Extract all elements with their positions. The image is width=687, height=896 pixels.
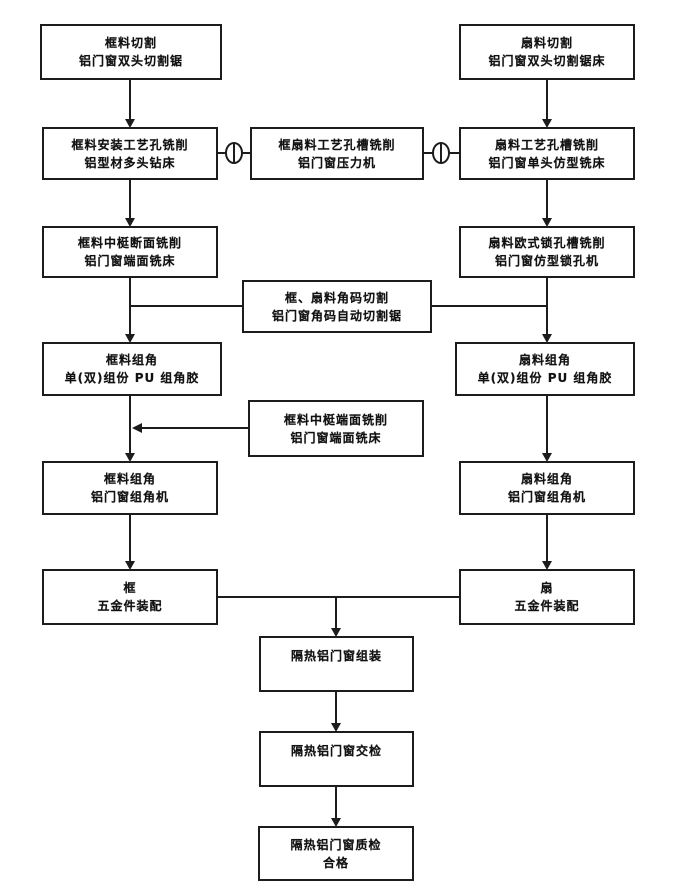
arrow-down-icon — [125, 218, 135, 227]
node-sash-corner-crimping: 扇料组角 铝门窗组角机 — [459, 461, 635, 515]
node-label: 框料安装工艺孔铣削 — [71, 137, 189, 152]
node-frame-install-hole-milling: 框料安装工艺孔铣削 铝型材多头钻床 — [42, 127, 218, 180]
node-label: 框料切割 — [104, 36, 157, 50]
node-window-delivery-inspection: 隔热铝门窗交检 — [259, 731, 414, 787]
node-label: 铝型材多头钻床 — [84, 155, 176, 170]
node-label: 扇料欧式锁孔槽铣削 — [488, 236, 606, 250]
arrow-down-icon — [125, 119, 135, 128]
node-label: 五金件装配 — [514, 599, 580, 613]
node-sash-cutting: 扇料切割 铝门窗双头切割锯床 — [459, 24, 635, 80]
arrow-left-icon — [132, 423, 142, 433]
node-label: 框扇料工艺孔槽铣削 — [278, 137, 396, 152]
node-label: 铝门窗单头仿型铣床 — [488, 155, 606, 170]
node-frame-cutting: 框料切割 铝门窗双头切割锯 — [40, 24, 222, 80]
node-label: 铝门窗端面铣床 — [290, 430, 382, 445]
arrow-down-icon — [331, 628, 341, 637]
arrow-down-icon — [542, 119, 552, 128]
node-frame-mullion-section-milling: 框料中梃断面铣削 铝门窗端面铣床 — [42, 226, 218, 278]
node-window-quality-inspection: 隔热铝门窗质检 合格 — [258, 826, 414, 881]
node-label: 合格 — [322, 855, 349, 870]
node-label: 扇 — [540, 581, 554, 595]
node-window-assembly: 隔热铝门窗组装 — [259, 636, 414, 692]
node-label: 框 — [123, 581, 137, 595]
arrow-down-icon — [331, 723, 341, 732]
node-label: 扇料工艺孔槽铣削 — [494, 137, 599, 152]
node-corner-key-cutting: 框、扇料角码切割 铝门窗角码自动切割锯 — [242, 280, 432, 333]
node-label: 铝门窗双头切割锯 — [78, 54, 183, 68]
node-frame-corner-glue: 框料组角 单(双)组份 PU 组角胶 — [42, 342, 222, 396]
node-label: 框料中梃断面铣削 — [77, 236, 182, 250]
node-label: 框、扇料角码切割 — [284, 290, 389, 305]
node-label: 铝门窗压力机 — [297, 155, 376, 170]
node-label: 隔热铝门窗组装 — [290, 649, 382, 663]
node-frame-mullion-end-milling: 框料中梃端面铣削 铝门窗端面铣床 — [248, 400, 424, 457]
node-sash-hole-groove-milling: 扇料工艺孔槽铣削 铝门窗单头仿型铣床 — [459, 127, 635, 180]
arrow-down-icon — [331, 818, 341, 827]
node-label: 铝门窗仿型锁孔机 — [494, 254, 599, 268]
node-label: 单(双)组份 PU 组角胶 — [64, 371, 200, 385]
node-label: 五金件装配 — [97, 599, 163, 613]
node-label: 铝门窗双头切割锯床 — [488, 54, 606, 68]
node-label: 扇料切割 — [520, 36, 573, 50]
node-label: 隔热铝门窗质检 — [290, 837, 382, 852]
node-label: 单(双)组份 PU 组角胶 — [477, 371, 613, 385]
node-label: 铝门窗端面铣床 — [84, 254, 176, 268]
node-label: 隔热铝门窗交检 — [290, 744, 382, 758]
node-label: 扇料组角 — [518, 353, 571, 367]
arrow-down-icon — [125, 561, 135, 570]
arrow-down-icon — [125, 334, 135, 343]
node-label: 铝门窗组角机 — [90, 490, 169, 504]
node-frame-sash-hole-groove-milling: 框扇料工艺孔槽铣削 铝门窗压力机 — [250, 127, 424, 180]
node-sash-corner-glue: 扇料组角 单(双)组份 PU 组角胶 — [455, 342, 635, 396]
node-frame-hardware-assembly: 框 五金件装配 — [42, 569, 218, 625]
node-label: 铝门窗角码自动切割锯 — [271, 308, 402, 323]
arrow-down-icon — [542, 561, 552, 570]
node-sash-lock-hole-milling: 扇料欧式锁孔槽铣削 铝门窗仿型锁孔机 — [459, 226, 635, 278]
node-sash-hardware-assembly: 扇 五金件装配 — [459, 569, 635, 625]
node-label: 扇料组角 — [520, 472, 573, 486]
arrow-down-icon — [125, 453, 135, 462]
arrow-down-icon — [542, 218, 552, 227]
node-label: 框料中梃端面铣削 — [283, 412, 388, 427]
node-label: 框料组角 — [103, 472, 156, 486]
node-frame-corner-crimping: 框料组角 铝门窗组角机 — [42, 461, 218, 515]
node-label: 铝门窗组角机 — [507, 490, 586, 504]
arrow-down-icon — [542, 334, 552, 343]
arrow-down-icon — [542, 453, 552, 462]
node-label: 框料组角 — [105, 353, 158, 367]
